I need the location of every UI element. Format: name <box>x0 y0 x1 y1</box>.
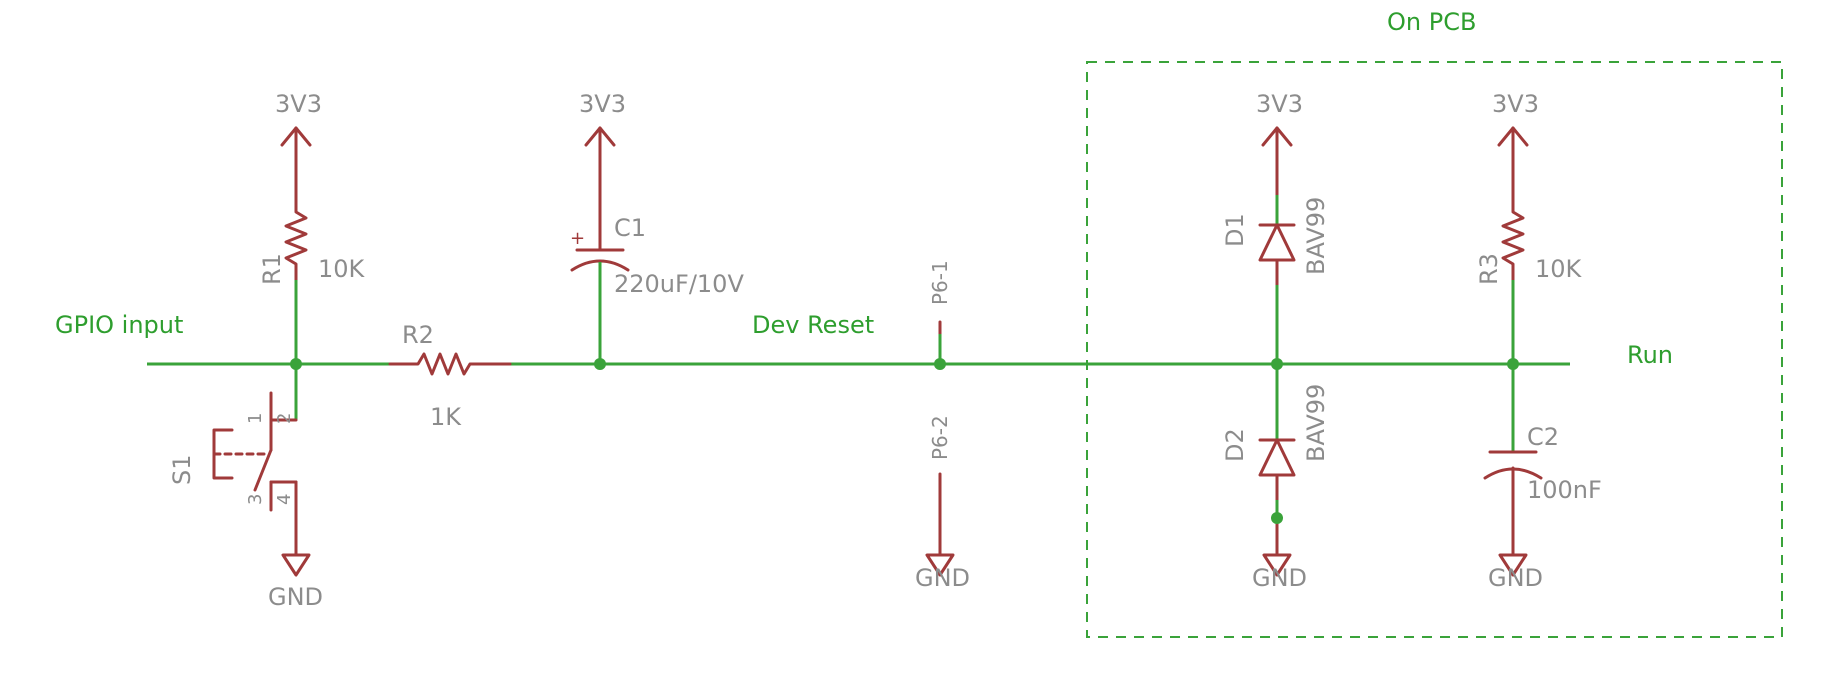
junction-d2-bottom <box>1271 512 1283 524</box>
r1-value: 10K <box>318 255 366 283</box>
ground-symbol-d2 <box>1262 553 1292 577</box>
ground-label-d2: GND <box>1252 564 1307 592</box>
supply-symbol-d1 <box>1261 126 1293 197</box>
s1-pin-2: 2 <box>274 413 295 424</box>
d2-value: BAV99 <box>1302 384 1330 462</box>
net-label-run: Run <box>1627 341 1673 369</box>
supply-label-c1: 3V3 <box>579 90 626 118</box>
p6-2-testpoint: P6-2 <box>928 415 952 557</box>
d1-diode <box>1258 223 1296 287</box>
net-label-gpio-input: GPIO input <box>55 311 183 339</box>
c1-column: 3V3 + C1 220uF/10V <box>570 90 744 364</box>
d1-value: BAV99 <box>1302 197 1330 275</box>
ground-label-c2: GND <box>1488 564 1543 592</box>
c1-polarity: + <box>570 228 585 249</box>
r3-column: 3V3 R3 10K C2 100nF <box>1475 90 1602 557</box>
r2-value: 1K <box>430 403 462 431</box>
ground-label-s1: GND <box>268 583 323 611</box>
d2-diode <box>1258 438 1296 502</box>
ground-label-p6: GND <box>915 564 970 592</box>
junction-r1 <box>290 358 302 370</box>
ground-symbol-s1 <box>281 553 311 577</box>
c2-ref: C2 <box>1527 423 1559 451</box>
junction-p6 <box>934 358 946 370</box>
ground-symbol-p6 <box>925 553 955 577</box>
c2-value: 100nF <box>1527 476 1602 504</box>
supply-symbol-c1 <box>584 126 616 252</box>
d2-ref: D2 <box>1221 428 1249 462</box>
ground-symbol-c2 <box>1498 553 1528 577</box>
r1-column: 3V3 R1 10K <box>258 90 366 364</box>
supply-label-r1: 3V3 <box>275 90 322 118</box>
net-label-dev-reset: Dev Reset <box>752 311 874 339</box>
supply-symbol-r1 <box>280 126 312 197</box>
junction-r3 <box>1507 358 1519 370</box>
r3-value: 10K <box>1535 255 1583 283</box>
junction-d <box>1271 358 1283 370</box>
r3-resistor <box>1501 193 1525 282</box>
c1-ref: C1 <box>614 214 646 242</box>
r1-resistor <box>284 193 308 282</box>
d-column: 3V3 D1 BAV99 D2 BAV99 <box>1221 90 1330 557</box>
on-pcb-label: On PCB <box>1387 8 1476 36</box>
s1-pin-1: 1 <box>245 413 266 424</box>
supply-label-r3: 3V3 <box>1492 90 1539 118</box>
junction-c1 <box>594 358 606 370</box>
s1-switch: S1 1 2 3 4 <box>168 364 298 557</box>
r2-ref: R2 <box>402 321 434 349</box>
p6-1-ref: P6-1 <box>928 260 952 305</box>
p6-2-ref: P6-2 <box>928 415 952 460</box>
r3-ref: R3 <box>1475 253 1503 285</box>
p6-1-testpoint: P6-1 <box>928 260 952 364</box>
r2-resistor <box>388 352 512 376</box>
r1-ref: R1 <box>258 253 286 285</box>
r2-group: R2 1K <box>388 321 512 431</box>
on-pcb-boundary <box>1086 61 1783 638</box>
c1-plate-bottom <box>570 259 630 272</box>
d1-ref: D1 <box>1221 213 1249 247</box>
supply-symbol-r3 <box>1497 126 1529 197</box>
supply-label-d1: 3V3 <box>1256 90 1303 118</box>
s1-ref: S1 <box>168 454 196 485</box>
c1-value: 220uF/10V <box>614 270 744 298</box>
s1-pin-3: 3 <box>245 494 266 505</box>
s1-pin-4: 4 <box>274 494 295 505</box>
